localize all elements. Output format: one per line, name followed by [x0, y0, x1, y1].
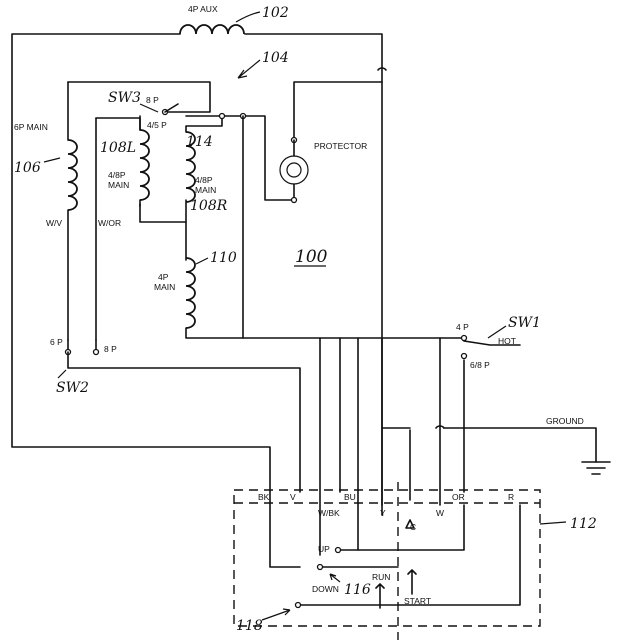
ground-label: GROUND: [546, 416, 584, 426]
terminal-v: V: [290, 492, 296, 502]
arrow-118: [261, 608, 291, 621]
aux-coil-label: 4P AUX: [188, 4, 218, 14]
ref-102: 102: [262, 5, 289, 21]
terminal-or: OR: [452, 492, 465, 502]
terminal-bk: BK: [258, 492, 270, 502]
ref-100: 100: [295, 247, 328, 267]
main48-label-1: 4/8P: [108, 170, 126, 180]
leader-102: [235, 11, 261, 23]
sw3-blade: [164, 103, 179, 113]
junction-node: [218, 112, 226, 120]
control-box-outline: [233, 489, 541, 627]
ref-106: 106: [14, 160, 41, 176]
down-label: DOWN: [312, 584, 339, 594]
sw1-blade: [463, 340, 521, 346]
terminal-w: W: [436, 508, 444, 518]
start-wire: [297, 504, 521, 606]
coil-108l: [139, 129, 150, 201]
sw3-45p-label: 4/5 P: [147, 120, 167, 130]
run-label: RUN: [372, 572, 390, 582]
sw2-6p-label: 6 P: [50, 337, 63, 347]
coil-4p-main: [185, 257, 196, 329]
main4-label-1: 4P: [158, 272, 169, 282]
sw1-68p-label: 6/8 P: [470, 360, 490, 370]
main48r-label-2: MAIN: [195, 185, 216, 195]
c-arrow-icon: [405, 519, 415, 529]
protector-terminal-bottom: [290, 196, 298, 204]
terminal-wbk: W/BK: [318, 508, 340, 518]
main6-label: 6P MAIN: [14, 122, 48, 132]
leader-106: [43, 157, 61, 163]
up-wire: [339, 504, 465, 551]
terminal-r: R: [508, 492, 514, 502]
main4-label-2: MAIN: [154, 282, 175, 292]
sw2-output: [67, 351, 301, 493]
protector-label: PROTECTOR: [314, 141, 367, 151]
ground-wire: [443, 427, 597, 463]
protector-inner: [286, 162, 302, 178]
ref-104: 104: [262, 50, 289, 66]
ref-sw3: SW3: [108, 90, 141, 106]
ref-108r: 108R: [190, 198, 228, 214]
run-arrow-icon: [375, 583, 385, 609]
leader-sw3: [139, 103, 159, 113]
wire-4p-bus: [185, 327, 441, 339]
ref-sw2: SW2: [56, 380, 89, 396]
up-contact: [334, 546, 342, 554]
ref-116: 116: [344, 582, 371, 598]
leader-112: [539, 521, 567, 525]
ref-sw1: SW1: [508, 315, 541, 331]
arrow-116: [329, 573, 341, 583]
terminal-y: Y: [380, 508, 386, 518]
sw1-4p-label: 4 P: [456, 322, 469, 332]
start-contact: [294, 601, 302, 609]
protector-icon: [279, 155, 309, 185]
sw2-8p-contact: [92, 348, 100, 356]
sw1-68p-contact: [460, 352, 468, 360]
up-label: UP: [318, 544, 330, 554]
down-contact: [316, 563, 324, 571]
sw2-8p-label: 8 P: [104, 344, 117, 354]
leader-110: [195, 257, 209, 265]
main48r-label-1: 4/8P: [195, 175, 213, 185]
sw3-8p-label: 8 P: [146, 95, 159, 105]
leader-sw1: [487, 325, 507, 339]
arrow-104: [237, 59, 261, 79]
ref-108l: 108L: [100, 140, 136, 156]
hot-label: HOT: [498, 336, 516, 346]
coil-6p-main: [67, 139, 78, 211]
ground-icon: [581, 461, 611, 475]
ref-110: 110: [210, 250, 237, 266]
start-label: START: [404, 596, 431, 606]
ref-112: 112: [570, 516, 597, 532]
ref-114: 114: [186, 134, 213, 150]
wor-label: W/OR: [98, 218, 121, 228]
sw1-4p-contact: [460, 334, 468, 342]
start-arrow-icon: [407, 569, 417, 595]
leader-sw2: [57, 369, 67, 379]
crossover: [377, 67, 387, 71]
terminal-bu: BU: [344, 492, 356, 502]
wv-label: W/V: [46, 218, 62, 228]
coil-108r: [185, 131, 196, 203]
ref-118: 118: [236, 618, 263, 634]
main48-label-2: MAIN: [108, 180, 129, 190]
